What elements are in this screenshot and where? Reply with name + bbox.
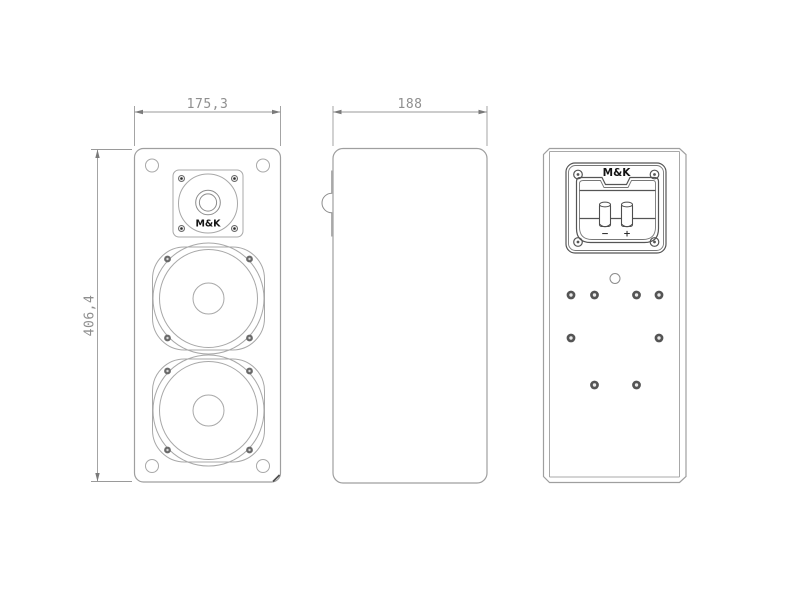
lower-woofer: [152, 354, 265, 467]
terminal-plate: − + M&K: [565, 162, 667, 254]
back-screw-icon: [654, 290, 664, 300]
back-screw-icon: [590, 380, 599, 390]
dimension-front-width: 175,3: [134, 97, 281, 146]
terminal-cup-inner: [579, 180, 656, 240]
back-screw-icon: [654, 333, 664, 343]
terminal-positive-label: +: [623, 230, 631, 240]
tweeter-screw-icon: [178, 175, 185, 182]
terminal-plate-outer: [565, 162, 667, 254]
binding-post-positive[interactable]: [620, 201, 634, 228]
front-cabinet-outline: [133, 147, 282, 483]
terminal-plate-inner: [568, 165, 664, 251]
plate-screw-icon: [573, 237, 583, 247]
dim-arrow-left-icon: [333, 109, 342, 115]
side-cabinet-outline: [332, 147, 488, 484]
binding-post-negative[interactable]: [598, 201, 612, 228]
dim-arrow-down-icon: [95, 473, 100, 482]
dimension-depth: 188: [332, 97, 488, 146]
upper-woofer: [152, 242, 265, 355]
corner-chamfer-mark: [272, 474, 281, 483]
mk-logo-icon: M&K: [195, 219, 221, 230]
back-screw-icon: [632, 290, 641, 300]
mk-logo-icon: M&K: [603, 167, 632, 179]
side-view: [321, 147, 488, 484]
tweeter: M&K: [172, 169, 244, 238]
depth-label: 188: [398, 97, 423, 112]
front-width-label: 175,3: [187, 97, 229, 112]
front-corner-holes: [145, 158, 270, 473]
back-screw-icon: [632, 380, 641, 390]
tweeter-faceplate-circle: [178, 173, 238, 234]
tweeter-dome: [198, 193, 218, 212]
back-screw-icon: [590, 290, 599, 300]
dim-arrow-right-icon: [478, 109, 487, 115]
tweeter-dome-profile: [321, 170, 333, 237]
terminal-cup-outer: [575, 176, 660, 244]
keyhole-hanger-icon: [609, 273, 621, 284]
tweeter-dome-ring: [195, 189, 221, 216]
back-screw-icon: [566, 290, 576, 300]
dim-arrow-left-icon: [134, 109, 143, 115]
tweeter-screw-icon: [231, 175, 238, 182]
terminal-negative-label: −: [601, 230, 609, 240]
back-screw-icon: [566, 333, 576, 343]
height-label: 406,4: [83, 295, 98, 337]
back-view: − + M&K: [542, 147, 687, 484]
front-view: M&K: [133, 147, 282, 483]
back-mounting-holes: [566, 273, 664, 390]
dim-arrow-up-icon: [95, 149, 100, 158]
tweeter-screw-icon: [178, 225, 185, 232]
back-cabinet-outline: [542, 147, 687, 484]
dimension-height: 406,4: [83, 149, 132, 482]
tweeter-screw-icon: [231, 225, 238, 232]
dim-arrow-right-icon: [272, 109, 281, 115]
tweeter-plate: [172, 169, 244, 238]
